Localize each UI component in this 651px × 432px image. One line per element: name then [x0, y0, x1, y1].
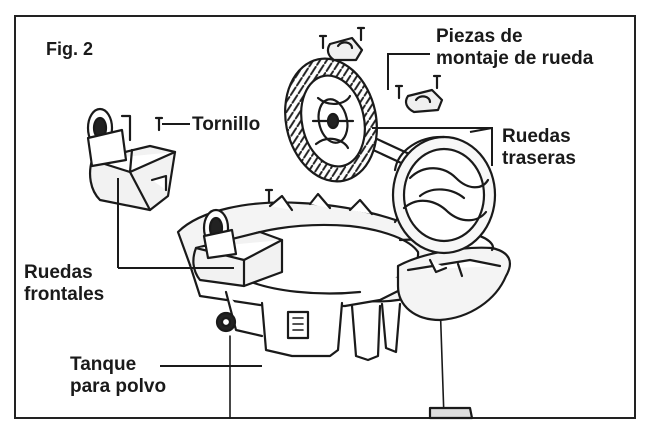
dust-tank — [215, 290, 474, 420]
wheel-mount-pieces — [326, 36, 444, 114]
label-rear-line1: Ruedas — [502, 126, 571, 147]
leader-mount-pieces — [387, 53, 430, 90]
figure-title: Fig. 2 — [46, 39, 94, 59]
label-tank-line1: Tanque — [70, 354, 137, 375]
label-rear-line2: traseras — [502, 148, 576, 169]
label-front-line2: frontales — [24, 284, 105, 305]
front-wheel-detached — [86, 107, 177, 212]
label-wheel-mount-pieces: Piezas de montaje de rueda — [436, 26, 593, 70]
label-front-line1: Ruedas — [24, 262, 93, 283]
label-tank-line2: para polvo — [70, 376, 167, 397]
screws — [154, 26, 442, 204]
label-mount-line1: Piezas de — [436, 26, 523, 47]
figure-frame — [14, 15, 636, 419]
label-dust-tank: Tanque para polvo — [70, 354, 166, 398]
label-screw: Tornillo — [192, 114, 261, 135]
leader-lines — [117, 53, 493, 367]
rear-wheel-smooth — [391, 135, 497, 255]
label-rear-wheels: Ruedas traseras — [502, 126, 576, 170]
label-mount-line2: montaje de rueda — [436, 48, 594, 69]
label-front-wheels: Ruedas frontales — [24, 262, 104, 306]
rear-wheel-treaded — [284, 57, 378, 183]
front-wheel-mounted — [192, 208, 284, 288]
